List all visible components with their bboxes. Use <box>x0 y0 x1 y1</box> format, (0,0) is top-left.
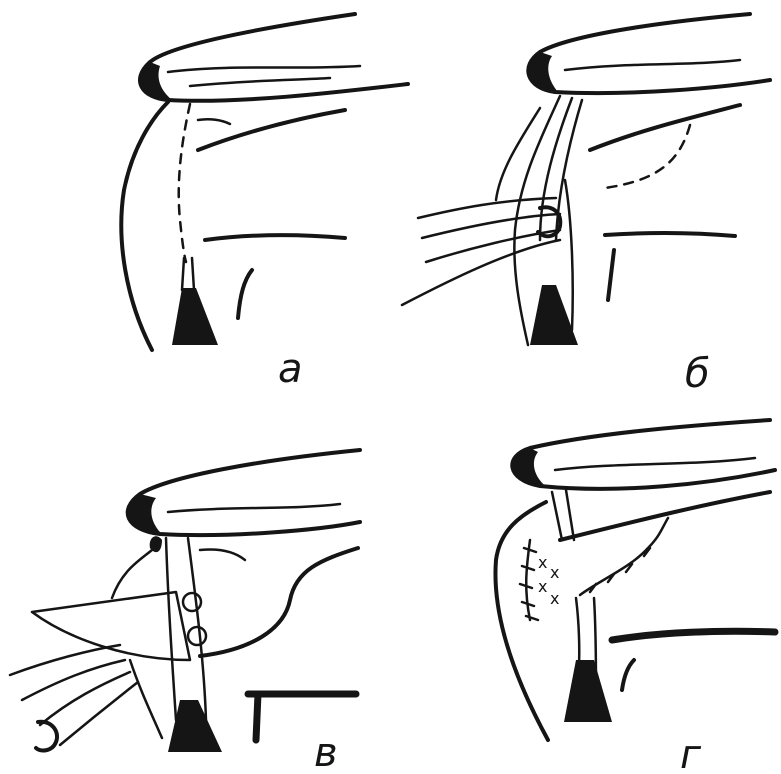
panel-d-suture-curve <box>580 518 668 595</box>
panel-d-bone-shade <box>555 458 755 470</box>
panel-d-upper-line <box>560 492 770 540</box>
panel-c: в <box>10 450 360 774</box>
panel-b-graft-strand-2 <box>540 98 572 240</box>
panel-a-lower-line <box>205 235 345 240</box>
panel-a-small-mark <box>238 270 252 318</box>
panel-d-label: г <box>680 732 702 774</box>
panel-d-strand-left <box>552 492 562 540</box>
panel-a-upper-line <box>198 110 345 150</box>
panel-c-column-left <box>166 538 176 720</box>
panel-a-tendon-fan <box>172 288 218 345</box>
panel-b-bone-upper <box>528 14 770 93</box>
panel-b-tendon-fan <box>530 285 578 345</box>
panel-b-lower-line <box>605 233 735 236</box>
panel-b-dashed-curve <box>605 125 690 188</box>
panel-c-bracket <box>248 694 356 740</box>
panel-c-curl-stem <box>112 550 152 598</box>
panel-b-short-vertical <box>608 250 614 300</box>
panel-d-small-mark <box>622 660 634 690</box>
panel-d-suture-mark-3: x <box>538 577 547 596</box>
panel-c-bone-upper <box>128 450 360 535</box>
panel-c-drill-hole-1 <box>183 593 201 611</box>
panel-c-label: в <box>314 730 338 774</box>
panel-b-right-stroke <box>565 180 573 330</box>
panel-a-short-stroke <box>198 119 230 124</box>
panel-b-label: б <box>685 351 710 397</box>
panel-d-suture-mark-1: x <box>538 553 547 572</box>
panel-c-diagonal <box>130 660 162 738</box>
panel-d-suture-mark-2: x <box>550 563 559 582</box>
panel-d: x x x x г <box>495 420 775 774</box>
panel-c-flap <box>32 592 190 660</box>
panel-b-upper-line <box>590 105 740 150</box>
panel-a-shoulder-outline <box>121 102 168 350</box>
panel-b: б <box>402 14 770 397</box>
panel-c-bone-shade <box>168 504 340 512</box>
panel-d-lower-line <box>612 631 775 640</box>
panel-a: а <box>121 14 408 392</box>
panel-a-tendon <box>182 258 194 290</box>
panel-a-incision-dashed <box>179 104 190 262</box>
panel-a-label: а <box>278 346 303 392</box>
panel-d-bone-upper <box>512 420 775 489</box>
panel-c-shoulder-curve <box>200 548 358 656</box>
panel-c-hook-mark <box>36 722 57 751</box>
panel-a-bone-tip <box>140 62 172 100</box>
panel-d-suture-mark-4: x <box>550 589 559 608</box>
panel-c-drill-hole-2 <box>188 627 206 645</box>
panel-b-band-4 <box>402 240 560 305</box>
panel-a-bone-upper <box>140 14 408 101</box>
panel-d-strand-right <box>566 490 574 540</box>
panel-a-bone-inner-shade <box>168 66 360 86</box>
panel-d-left-outline <box>495 502 548 740</box>
panel-d-tendon-fan <box>564 660 612 722</box>
panel-d-suture-left <box>520 540 538 620</box>
panel-b-bone-shade <box>565 60 740 70</box>
panel-c-fine-lines <box>10 645 138 745</box>
panel-c-upper-stroke <box>200 549 245 560</box>
